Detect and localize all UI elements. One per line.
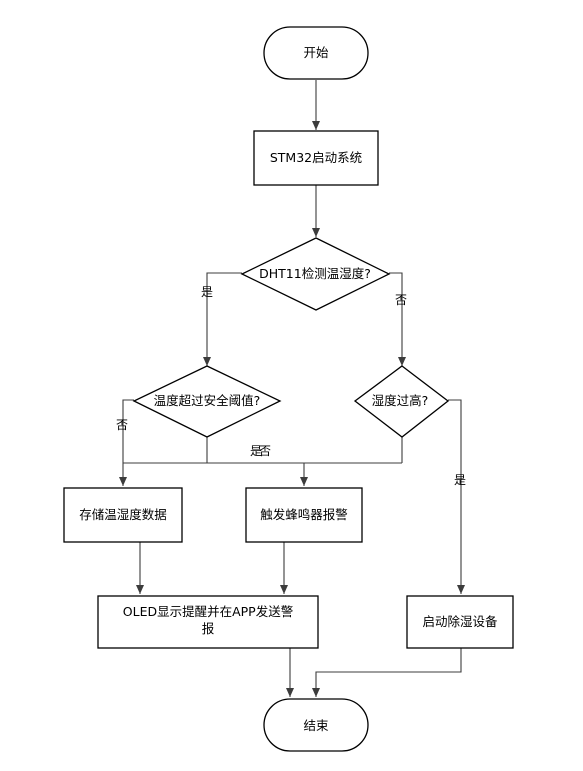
label-no-humidity: 否 — [259, 444, 271, 458]
humidity-label: 湿度过高? — [372, 393, 429, 408]
buzzer-label: 触发蜂鸣器报警 — [260, 507, 348, 522]
store-process — [63, 487, 183, 543]
start-label: 开始 — [303, 45, 329, 60]
check-label: DHT11检测温湿度? — [259, 266, 371, 281]
humidity-decision — [353, 365, 450, 438]
end-terminal — [263, 698, 369, 752]
temp-label: 温度超过安全阈值? — [154, 393, 261, 408]
end-label: 结束 — [303, 718, 329, 733]
init-process — [253, 130, 379, 186]
dehumidifier-process — [406, 595, 514, 649]
temp-decision — [132, 365, 282, 438]
oled-label-line2: 报 — [202, 621, 215, 636]
edge-check-no — [389, 272, 406, 366]
dehumidifier-label: 启动除湿设备 — [422, 614, 498, 629]
check-decision — [240, 237, 391, 311]
edge-check-yes — [203, 272, 242, 366]
label-no-right: 否 — [395, 293, 407, 307]
label-yes-humidity: 是 — [454, 473, 466, 487]
label-yes-left: 是 — [201, 285, 213, 299]
edge-temp-no — [119, 399, 134, 486]
edge-humidity-yes — [448, 399, 465, 594]
start-terminal — [263, 26, 369, 80]
label-no-left: 否 — [116, 418, 128, 432]
label-yes-temp: 是 — [250, 444, 262, 458]
oled-label-line1: OLED显示提醒并在APP发送警 — [123, 604, 293, 619]
buzzer-process — [245, 487, 363, 543]
oled-process — [97, 595, 319, 649]
edge-dehumid-to-end — [312, 648, 462, 697]
store-label: 存储温湿度数据 — [79, 507, 167, 522]
init-label: STM32启动系统 — [270, 150, 362, 165]
